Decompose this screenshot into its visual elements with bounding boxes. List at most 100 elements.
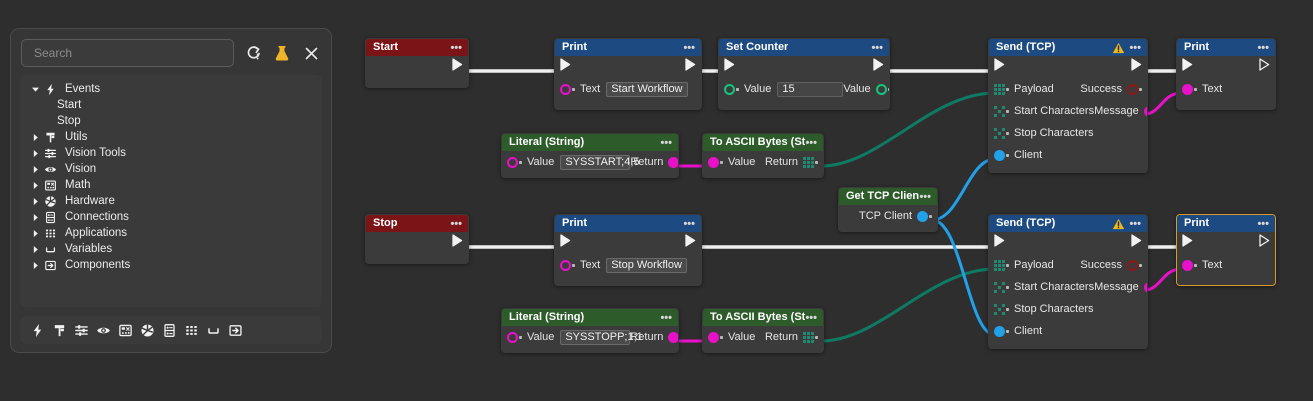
- bool-port-icon[interactable]: [1127, 83, 1138, 95]
- node-header[interactable]: Literal (String)•••: [502, 134, 678, 151]
- number-port-icon[interactable]: [724, 83, 735, 95]
- client-port-icon[interactable]: [994, 325, 1005, 337]
- tree-item-utils[interactable]: Utils: [20, 129, 322, 145]
- array-port-icon[interactable]: [994, 303, 1005, 315]
- library-toolbar[interactable]: [20, 316, 322, 344]
- eye-icon[interactable]: [92, 319, 114, 341]
- array-port-icon[interactable]: [994, 127, 1005, 139]
- node-menu-button[interactable]: •••: [805, 136, 817, 149]
- exec-in-port[interactable]: [560, 234, 571, 252]
- node-get-tcp-client[interactable]: Get TCP Client•••TCP Client: [838, 187, 938, 232]
- array-port-icon[interactable]: [994, 281, 1005, 293]
- node-header[interactable]: Print•••: [555, 215, 701, 232]
- tree-item-vision-tools[interactable]: Vision Tools: [20, 145, 322, 161]
- exec-out-port[interactable]: [1131, 234, 1142, 252]
- port-value-input[interactable]: SYSSTART;4;5: [560, 154, 640, 170]
- exec-in-port[interactable]: [994, 234, 1005, 252]
- node-menu-button[interactable]: •••: [919, 190, 931, 203]
- exec-out-port[interactable]: [1131, 58, 1142, 76]
- string-port-icon[interactable]: [1182, 259, 1193, 271]
- string-port-icon[interactable]: [507, 156, 518, 168]
- node-header[interactable]: Literal (String)•••: [502, 309, 678, 326]
- tree-item-connections[interactable]: Connections: [20, 209, 322, 225]
- exec-in-port[interactable]: [560, 58, 571, 76]
- node-header[interactable]: Set Counter•••: [719, 39, 889, 56]
- client-port-icon[interactable]: [994, 149, 1005, 161]
- chevron-right-icon[interactable]: [28, 130, 42, 144]
- chevron-right-icon[interactable]: [28, 178, 42, 192]
- tree-item-applications[interactable]: Applications: [20, 225, 322, 241]
- chevron-right-icon[interactable]: [28, 210, 42, 224]
- node-menu-button[interactable]: •••: [450, 41, 462, 54]
- client-port-icon[interactable]: [917, 210, 928, 222]
- exec-in-port[interactable]: [1182, 234, 1193, 252]
- node-start[interactable]: Start•••: [365, 38, 469, 88]
- exec-in-port[interactable]: [994, 58, 1005, 76]
- exec-in-port[interactable]: [1182, 58, 1193, 76]
- node-menu-button[interactable]: •••: [1257, 41, 1269, 54]
- chevron-right-icon[interactable]: [28, 162, 42, 176]
- node-menu-button[interactable]: •••: [660, 136, 672, 149]
- node-stop[interactable]: Stop•••: [365, 214, 469, 264]
- tree-item-math[interactable]: Math: [20, 177, 322, 193]
- chevron-right-icon[interactable]: [28, 242, 42, 256]
- chevron-down-icon[interactable]: [28, 82, 42, 96]
- chevron-right-icon[interactable]: [28, 194, 42, 208]
- node-header[interactable]: Start•••: [366, 39, 468, 56]
- calculator-icon[interactable]: [114, 319, 136, 341]
- node-menu-button[interactable]: •••: [1129, 217, 1141, 230]
- chevron-right-icon[interactable]: [28, 146, 42, 160]
- port-value-input[interactable]: 15: [777, 81, 844, 97]
- chevron-right-icon[interactable]: [28, 258, 42, 272]
- bracket-icon[interactable]: [202, 319, 224, 341]
- import-icon[interactable]: [224, 319, 246, 341]
- exec-out-port[interactable]: [873, 58, 884, 76]
- node-header[interactable]: To ASCII Bytes (String)•••: [703, 134, 823, 151]
- chevron-right-icon[interactable]: [28, 226, 42, 240]
- string-port-icon[interactable]: [708, 156, 719, 168]
- tree-item-events[interactable]: Events: [20, 81, 322, 97]
- tree-item-hardware[interactable]: Hardware: [20, 193, 322, 209]
- string-port-icon[interactable]: [708, 331, 719, 343]
- node-menu-button[interactable]: •••: [683, 41, 695, 54]
- flask-icon[interactable]: [272, 43, 292, 63]
- exec-out-port[interactable]: [1259, 58, 1270, 76]
- tree-item-stop[interactable]: Stop: [20, 113, 322, 129]
- node-menu-button[interactable]: •••: [683, 217, 695, 230]
- port-value-input[interactable]: SYSSTOPP;1;1: [560, 329, 643, 345]
- array-port-icon[interactable]: [803, 156, 814, 168]
- exec-out-port[interactable]: [685, 58, 696, 76]
- node-header[interactable]: Get TCP Client•••: [839, 188, 937, 205]
- node-menu-button[interactable]: •••: [805, 311, 817, 324]
- search-box[interactable]: [21, 39, 234, 67]
- array-port-icon[interactable]: [994, 83, 1005, 95]
- node-menu-button[interactable]: •••: [660, 311, 672, 324]
- bool-port-icon[interactable]: [1127, 259, 1138, 271]
- string-port-icon[interactable]: [668, 156, 678, 168]
- node-header[interactable]: Print•••: [1177, 215, 1275, 232]
- sliders-icon[interactable]: [70, 319, 92, 341]
- tree-item-variables[interactable]: Variables: [20, 241, 322, 257]
- exec-out-port[interactable]: [452, 234, 463, 252]
- port-value-input[interactable]: Start Workflow: [606, 81, 688, 97]
- refresh-alert-icon[interactable]: [243, 43, 263, 63]
- string-port-icon[interactable]: [560, 83, 571, 95]
- node-menu-button[interactable]: •••: [871, 41, 883, 54]
- node-menu-button[interactable]: •••: [1257, 217, 1269, 230]
- node-menu-button[interactable]: •••: [1129, 41, 1141, 54]
- node-header[interactable]: Send (TCP)•••: [989, 215, 1147, 232]
- tree-item-components[interactable]: Components: [20, 257, 322, 273]
- string-port-icon[interactable]: [507, 331, 518, 343]
- aperture-icon[interactable]: [136, 319, 158, 341]
- exec-out-port[interactable]: [1259, 234, 1270, 252]
- exec-out-port[interactable]: [685, 234, 696, 252]
- node-print-bottom-right[interactable]: Print•••Text: [1176, 214, 1276, 286]
- node-header[interactable]: Print•••: [555, 39, 701, 56]
